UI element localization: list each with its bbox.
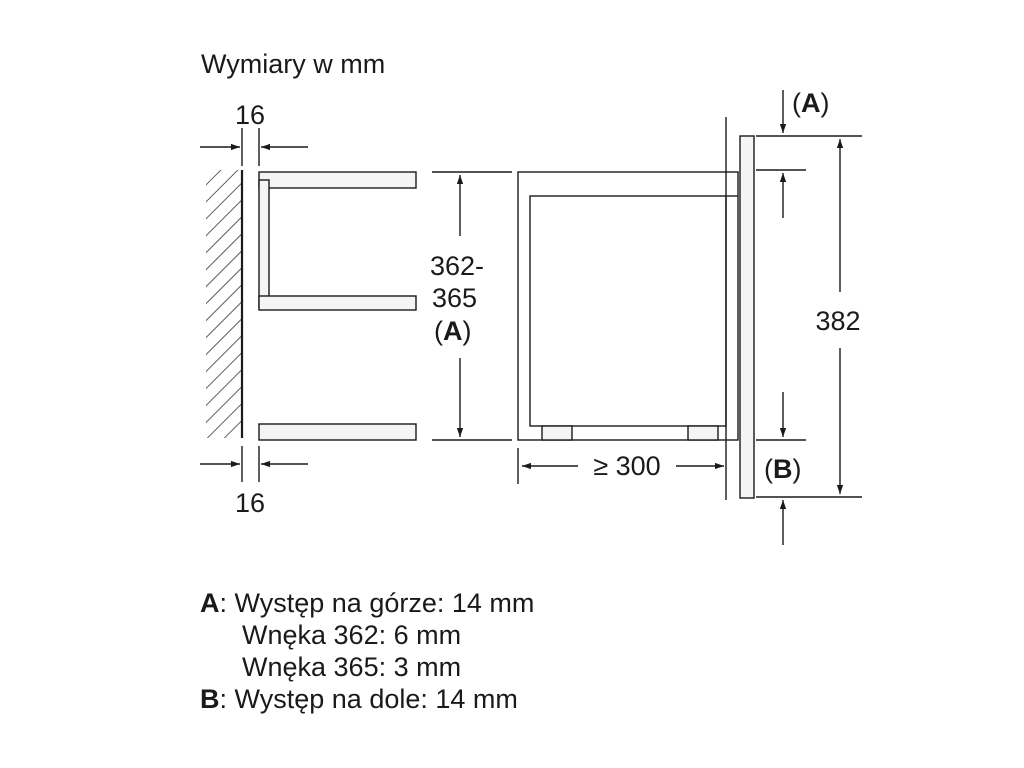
legend-row-a-3: Wnęka 365: 3 mm <box>242 652 462 682</box>
cabinet-mid-panel <box>258 295 417 311</box>
niche-height-label-2: 365 <box>432 283 477 313</box>
legend-row-a-2: Wnęka 362: 6 mm <box>242 620 462 650</box>
depth-label: ≥ 300 <box>593 451 660 481</box>
legend-text-a: : Występ na górze: 14 mm <box>219 588 535 618</box>
diagram-title: Wymiary w mm <box>201 49 385 79</box>
overhang-bottom-label: (B) <box>764 454 802 484</box>
niche-height-label-1: 362- <box>430 251 484 281</box>
depth-dimension <box>517 448 724 484</box>
gap-dimension-bottom <box>200 446 308 482</box>
side-view <box>206 170 417 441</box>
legend-row-b: B: Występ na dole: 14 mm <box>200 683 534 715</box>
cabinet-top-panel <box>258 171 417 189</box>
appliance-foot-left <box>541 425 573 441</box>
cabinet-bottom-panel <box>258 423 417 441</box>
overhang-top-label: (A) <box>792 88 830 118</box>
gap-label-bottom: 16 <box>235 488 265 518</box>
cabinet-left-post <box>258 179 270 309</box>
appliance-body <box>529 195 727 427</box>
legend-text-b: : Występ na dole: 14 mm <box>219 684 518 714</box>
legend: A: Występ na górze: 14 mm Wnęka 362: 6 m… <box>200 587 534 715</box>
legend-row-a: A: Występ na górze: 14 mm <box>200 587 534 619</box>
niche-height-ref: (A) <box>434 316 472 346</box>
legend-key-b: B <box>200 684 220 714</box>
front-panel <box>739 135 755 499</box>
legend-key-a: A <box>200 588 220 618</box>
appliance-foot-right <box>687 425 719 441</box>
front-view <box>517 117 755 500</box>
total-height-label: 382 <box>815 306 860 336</box>
niche-height-dimension <box>432 171 512 441</box>
gap-dimension-top <box>200 128 308 166</box>
overhang-bottom-dimension <box>756 392 862 545</box>
wall-hatch <box>206 170 242 438</box>
overhang-top-dimension <box>756 90 862 218</box>
gap-label-top: 16 <box>235 100 265 130</box>
